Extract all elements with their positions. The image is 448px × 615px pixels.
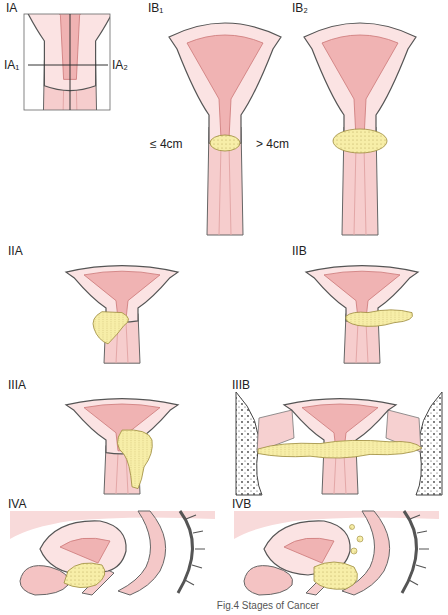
substage-label: IA₁ (4, 58, 19, 72)
stage-label: IIIA (8, 378, 26, 392)
stage-label: IVA (8, 497, 26, 511)
stage-label: IIA (8, 244, 23, 258)
dimension-label: ≤ 4cm (150, 137, 183, 151)
substage-label: IA₂ (112, 58, 128, 72)
stage-label: IA (6, 1, 17, 15)
stage-label: IVB (232, 497, 251, 511)
stage-label: IB₁ (148, 1, 163, 15)
figure-caption: Fig.4 Stages of Cancer (217, 600, 319, 612)
dimension-label: > 4cm (256, 137, 289, 151)
stage-label: IB₂ (292, 1, 308, 15)
stage-label: IIIB (232, 378, 250, 392)
stage-label: IIB (292, 244, 307, 258)
